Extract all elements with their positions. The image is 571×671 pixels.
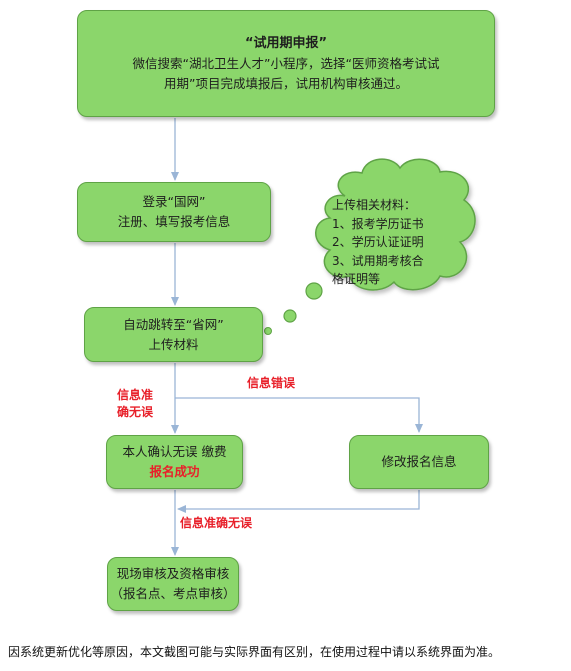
box-trial-period-declaration: “试用期申报” 微信搜索“湖北卫生人才”小程序，选择“医师资格考试试 用期”项目… (77, 10, 495, 117)
box5-line1: 修改报名信息 (381, 454, 457, 469)
box6-line1: 现场审核及资格审核 (116, 566, 230, 581)
box3-line2: 上传材料 (148, 336, 199, 352)
label-info-correct-2: 信息准确无误 (180, 516, 253, 530)
connectors-layer (171, 118, 476, 556)
box-upload-provincial-site: 自动跳转至“省网” 上传材料 (84, 307, 263, 362)
thought-cloud (315, 158, 476, 291)
box1-title: “试用期申报” (244, 35, 328, 51)
thought-bubble-large (305, 282, 323, 300)
arrow-error-to-modify (175, 397, 423, 433)
box2-line2: 注册、填写报考信息 (117, 214, 231, 229)
cloud-text: 上传相关材料： 1、报考学历证书 2、学历认证证明 3、试用期考核合 格证明等 (332, 196, 460, 289)
box1-line1: 微信搜索“湖北卫生人才”小程序，选择“医师资格考试试 (132, 55, 440, 71)
box1-line2: 用期”项目完成填报后，试用机构审核通过。 (164, 75, 408, 91)
box4-line1: 本人确认无误 缴费 (122, 444, 227, 459)
label-info-error: 信息错误 (247, 376, 296, 390)
thought-bubble-small (264, 327, 272, 335)
box-login-national-site: 登录“国网” 注册、填写报考信息 (77, 182, 271, 242)
box-onsite-review: 现场审核及资格审核 （报名点、考点审核） (107, 557, 239, 611)
label-info-correct-b: 确无误 (117, 405, 154, 419)
box3-line1: 自动跳转至“省网” (123, 316, 224, 332)
cloud-line-3: 3、试用期考核合 (332, 253, 424, 268)
flowchart: “试用期申报” 微信搜索“湖北卫生人才”小程序，选择“医师资格考试试 用期”项目… (77, 10, 495, 611)
box6-line2: （报名点、考点审核） (110, 586, 236, 601)
box-confirm-and-pay: 本人确认无误 缴费 报名成功 (106, 435, 243, 489)
cloud-line-4: 格证明等 (332, 272, 381, 286)
label-info-correct: 信息准 确无误 (117, 387, 161, 421)
box2-line1: 登录“国网” (142, 194, 206, 209)
cloud-line-2: 2、学历认证证明 (332, 235, 424, 249)
cloud-line-0: 上传相关材料： (332, 198, 417, 212)
footer-disclaimer: 因系统更新优化等原因，本文截图可能与实际界面有区别，在使用过程中请以系统界面为准… (8, 645, 501, 659)
box-modify-registration: 修改报名信息 (349, 435, 489, 489)
box4-registration-success: 报名成功 (149, 464, 200, 479)
thought-bubble-medium (283, 309, 297, 323)
arrow-modify-back (177, 490, 420, 513)
label-info-correct-a: 信息准 (117, 388, 154, 402)
cloud-line-1: 1、报考学历证书 (332, 216, 424, 231)
